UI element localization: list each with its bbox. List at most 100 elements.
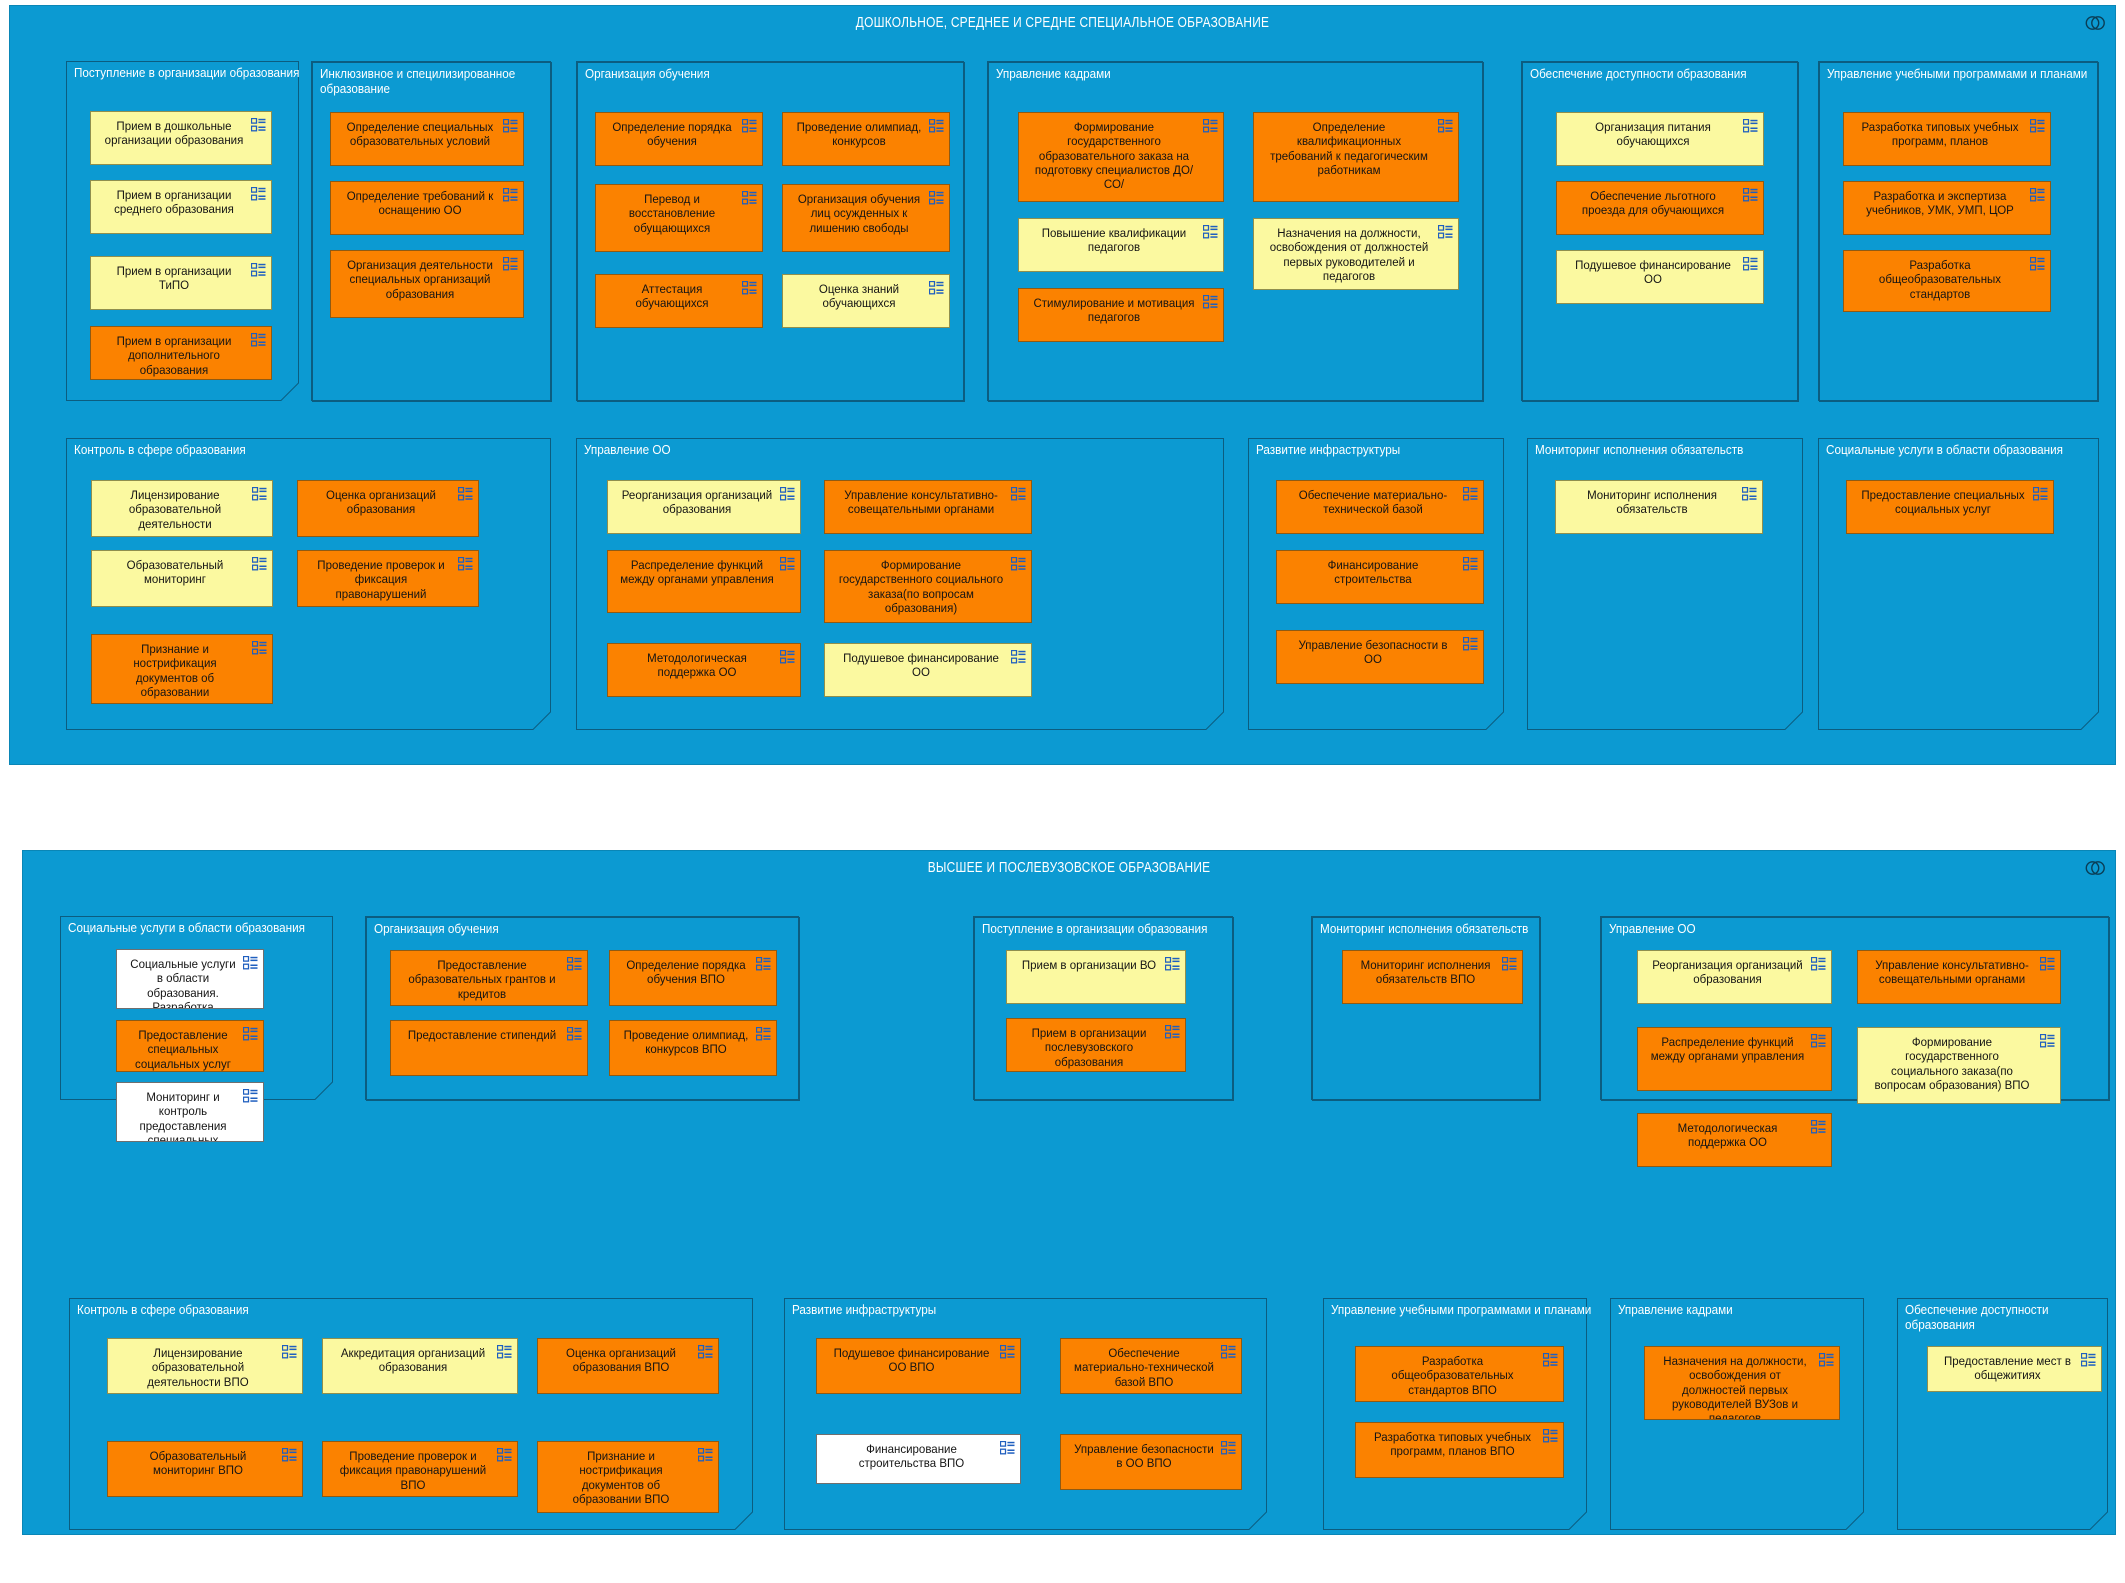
business-function-icon [1437,224,1453,239]
business-function-icon [741,118,757,133]
function-node[interactable]: Назначения на должности, освобождения от… [1253,218,1459,290]
function-node[interactable]: Методологическая поддержка ОО [607,643,801,697]
function-node[interactable]: Определение требований к оснащению ОО [330,181,524,235]
function-node[interactable]: Обеспечение материально-технической базо… [1276,480,1484,534]
function-node[interactable]: Подушевое финансирование ОО [1556,250,1764,304]
function-node-label: Образовательный мониторинг [126,558,224,587]
function-node[interactable]: Прием в организации ТиПО [90,256,272,310]
group-title: Управление учебными программами и планам… [1827,67,2088,81]
function-node[interactable]: Мониторинг исполнения обязательств ВПО [1342,950,1523,1004]
function-node[interactable]: Распределение функций между органами упр… [1637,1027,1832,1091]
function-node[interactable]: Реорганизация организаций образования [607,480,801,534]
function-node[interactable]: Формирование государственного социальног… [1857,1027,2061,1104]
function-node[interactable]: Мониторинг и контроль предоставления спе… [116,1082,264,1142]
function-node[interactable]: Разработка типовых учебных программ, пла… [1843,112,2051,166]
function-node[interactable]: Методологическая поддержка ОО [1637,1113,1832,1167]
function-node[interactable]: Проведение олимпиад, конкурсов [782,112,950,166]
function-node[interactable]: Финансирование строительства ВПО [816,1434,1021,1484]
business-function-icon [1810,956,1826,971]
function-node[interactable]: Управление безопасности в ОО [1276,630,1484,684]
function-node[interactable]: Проведение проверок и фиксация правонару… [322,1441,518,1497]
function-node[interactable]: Предоставление стипендий [390,1020,588,1076]
function-node[interactable]: Обеспечение материально-технической базо… [1060,1338,1242,1394]
function-node[interactable]: Формирование государственного социальног… [824,550,1032,623]
function-node[interactable]: Реорганизация организаций образования [1637,950,1832,1004]
function-node[interactable]: Лицензирование образовательной деятельно… [91,480,273,537]
function-node[interactable]: Организация питания обучающихся [1556,112,1764,166]
business-function-icon [2032,486,2048,501]
function-node[interactable]: Разработка общеобразовательных стандарто… [1843,250,2051,312]
business-function-icon [928,190,944,205]
function-node[interactable]: Назначения на должности, освобождения от… [1644,1346,1840,1420]
function-node[interactable]: Оценка знаний обучающихся [782,274,950,328]
function-node[interactable]: Образовательный мониторинг ВПО [107,1441,303,1497]
function-node-label: Методологическая поддержка ОО [647,651,747,680]
function-node[interactable]: Прием в организации дополнительного обра… [90,326,272,380]
function-node[interactable]: Определение специальных образовательных … [330,112,524,166]
function-node[interactable]: Разработка общеобразовательных стандарто… [1355,1346,1564,1402]
function-node[interactable]: Управление консультативно-совещательными… [824,480,1032,534]
business-function-icon [779,649,795,664]
function-node[interactable]: Перевод и восстановление обущающихся [595,184,763,252]
function-node[interactable]: Проведение олимпиад, конкурсов ВПО [609,1020,777,1076]
function-node[interactable]: Прием в организации ВО [1006,950,1186,1004]
business-function-icon [1542,1352,1558,1367]
business-function-icon [281,1447,297,1462]
function-node-label: Назначения на должности, освобождения от… [1269,226,1429,283]
function-node-label: Реорганизация организаций образования [1652,958,1803,987]
function-node-label: Подушевое финансирование ОО ВПО [833,1346,990,1375]
function-node[interactable]: Проведение проверок и фиксация правонару… [297,550,479,607]
function-node[interactable]: Распределение функций между органами упр… [607,550,801,613]
function-node[interactable]: Лицензирование образовательной деятельно… [107,1338,303,1394]
function-node[interactable]: Формирование государственного образовате… [1018,112,1224,202]
function-node[interactable]: Предоставление мест в общежитиях [1927,1346,2102,1392]
function-node-label: Проведение олимпиад, конкурсов [796,120,922,149]
function-node[interactable]: Обеспечение льготного проезда для обучаю… [1556,181,1764,235]
function-node[interactable]: Аттестация обучающихся [595,274,763,328]
function-node[interactable]: Финансирование строительства [1276,550,1484,604]
function-node[interactable]: Подушевое финансирование ОО ВПО [816,1338,1021,1394]
function-node[interactable]: Определение порядка обучения [595,112,763,166]
function-node[interactable]: Предоставление специальных социальных ус… [116,1020,264,1072]
function-node[interactable]: Управление консультативно-совещательными… [1857,950,2061,1004]
section-title: ДОШКОЛЬНОЕ, СРЕДНЕЕ И СРЕДНЕ СПЕЦИАЛЬНОЕ… [855,15,1270,31]
function-node[interactable]: Разработка и экспертиза учебников, УМК, … [1843,181,2051,235]
group-title: Поступление в организации образования [982,922,1208,936]
function-node[interactable]: Признание и нострификация документов об … [537,1441,719,1513]
function-node[interactable]: Социальные услуги в области образования.… [116,949,264,1009]
function-node-label: Разработка типовых учебных программ, пла… [1374,1430,1531,1459]
function-node[interactable]: Предоставление специальных социальных ус… [1846,480,2054,534]
function-node[interactable]: Прием в организации среднего образования [90,180,272,234]
function-node[interactable]: Разработка типовых учебных программ, пла… [1355,1422,1564,1478]
function-node[interactable]: Мониторинг исполнения обязательств [1555,480,1763,534]
business-function-icon [1202,224,1218,239]
function-node[interactable]: Управление безопасности в ОО ВПО [1060,1434,1242,1490]
function-node[interactable]: Определение порядка обучения ВПО [609,950,777,1006]
group-title: Инклюзивное и специлизированное образова… [320,67,516,96]
function-node[interactable]: Оценка организаций образования [297,480,479,537]
function-node[interactable]: Образовательный мониторинг [91,550,273,607]
function-node[interactable]: Признание и нострификация документов об … [91,634,273,704]
function-node[interactable]: Организация обучения лиц осужденных к ли… [782,184,950,252]
function-node[interactable]: Организация деятельности специальных орг… [330,250,524,318]
function-node[interactable]: Стимулирование и мотивация педагогов [1018,288,1224,342]
business-function-icon [1437,118,1453,133]
function-node[interactable]: Прием в дошкольные организации образован… [90,111,272,165]
business-function-icon [1220,1440,1236,1455]
business-function-icon [250,117,266,132]
function-node[interactable]: Подушевое финансирование ОО [824,643,1032,697]
business-function-icon [2080,1352,2096,1367]
function-node[interactable]: Оценка организаций образования ВПО [537,1338,719,1394]
function-node[interactable]: Определение квалификационных требований … [1253,112,1459,202]
function-node[interactable]: Аккредитация организаций образования [322,1338,518,1394]
function-node[interactable]: Повышение квалификации педагогов [1018,218,1224,272]
function-node[interactable]: Прием в организации послевузовского обра… [1006,1018,1186,1072]
business-collaboration-icon [2084,15,2105,30]
function-node[interactable]: Предоставление образовательных грантов и… [390,950,588,1006]
